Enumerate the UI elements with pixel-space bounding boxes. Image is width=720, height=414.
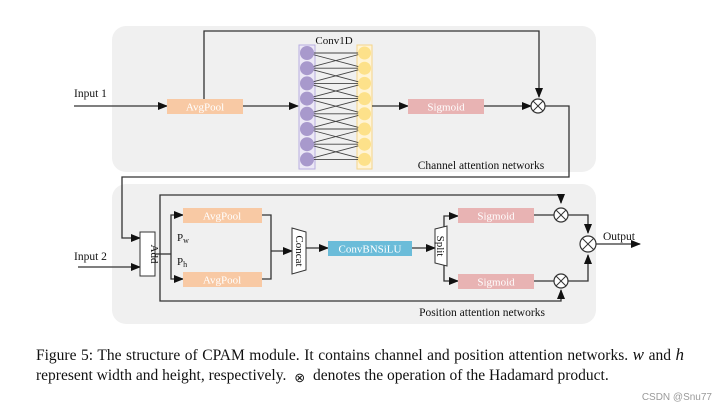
skip-connection-line xyxy=(203,30,543,99)
channel-attention-label: Channel attention networks xyxy=(418,160,545,172)
conv1d-input-node xyxy=(300,91,314,106)
split-to-sigmoid-top xyxy=(443,212,459,227)
avgpool-w-merge-line xyxy=(262,214,272,251)
conv1d-nodes xyxy=(300,46,371,167)
avgpool-label-w: AvgPool xyxy=(203,211,241,223)
conv1d-output-node xyxy=(358,122,371,136)
multiply-w-to-final xyxy=(568,214,592,234)
residual-line xyxy=(159,194,565,254)
channel-output-line xyxy=(121,105,570,242)
conv1d-connection xyxy=(306,128,365,145)
convbnsilu-box xyxy=(328,241,412,256)
split-block xyxy=(434,225,448,267)
conv1d-connection xyxy=(306,52,365,69)
conv1d-output-column xyxy=(356,44,373,170)
sigmoid-label-h: Sigmoid xyxy=(477,277,515,289)
multiply-icon-final xyxy=(579,235,597,253)
sigmoid-box-h xyxy=(458,274,534,289)
caption-h: h xyxy=(675,345,685,364)
pw-label: Pw xyxy=(177,232,189,245)
position-attention-label: Position attention networks xyxy=(419,307,545,319)
branch-to-avgpool-bottom xyxy=(170,254,184,283)
caption-part3: denotes the operation of the Hadamard pr… xyxy=(313,366,609,384)
conv1d-connection xyxy=(306,82,365,100)
caption-w: w xyxy=(632,345,645,364)
convbnsilu-label: ConvBNSiLU xyxy=(339,244,402,256)
concat-block xyxy=(291,227,307,275)
output-label: Output xyxy=(603,231,636,243)
figure-caption: Figure 5: The structure of CPAM module. … xyxy=(36,345,684,385)
conv1d-input-node xyxy=(300,76,314,91)
conv1d-connection xyxy=(306,143,365,160)
split-label: Split xyxy=(434,236,446,257)
watermark: CSDN @Snu77 xyxy=(641,392,712,403)
concat-label: Concat xyxy=(293,235,305,266)
caption-part2: represent width and height, respectively… xyxy=(36,366,287,384)
conv1d-input-node xyxy=(300,46,314,60)
conv1d-output-node xyxy=(358,61,371,75)
conv1d-input-node xyxy=(300,61,314,76)
conv1d-input-node xyxy=(300,122,314,136)
conv1d-connections xyxy=(306,52,365,160)
conv1d-connection xyxy=(306,98,365,115)
avgpool-label-h: AvgPool xyxy=(203,275,241,287)
avgpool-box-w xyxy=(183,208,262,223)
input-1-label: Input 1 xyxy=(74,88,107,100)
hadamard-icon: ⊗ xyxy=(294,369,306,385)
conv1d-input-node xyxy=(300,106,314,121)
conv1d-input-node xyxy=(300,152,314,167)
conv1d-output-node xyxy=(358,46,371,60)
sigmoid-label-top: Sigmoid xyxy=(427,102,465,114)
residual-line-bottom xyxy=(159,254,565,302)
sigmoid-box-top xyxy=(408,99,484,114)
multiply-icon-top xyxy=(530,98,546,114)
conv1d-output-node xyxy=(358,152,371,166)
avgpool-box-h xyxy=(183,272,262,287)
conv1d-output-node xyxy=(358,76,371,90)
multiply-h-to-final xyxy=(568,254,592,282)
conv1d-output-node xyxy=(358,92,371,106)
caption-and: and xyxy=(648,347,671,364)
multiply-icon-h xyxy=(553,273,569,289)
split-to-sigmoid-bottom xyxy=(443,265,459,285)
multiply-icon-w xyxy=(553,207,569,223)
sigmoid-label-w: Sigmoid xyxy=(477,211,515,223)
conv1d-connection xyxy=(306,67,365,84)
conv1d-output-node xyxy=(358,107,371,121)
input-2-label: Input 2 xyxy=(74,251,107,263)
caption-part1: Figure 5: The structure of CPAM module. … xyxy=(36,347,629,364)
add-label: Add xyxy=(148,245,160,264)
avgpool-box-top xyxy=(167,99,243,114)
avgpool-label-top: AvgPool xyxy=(186,102,224,114)
branch-to-avgpool-top xyxy=(170,211,184,254)
conv1d-connection xyxy=(306,113,365,130)
conv1d-input-node xyxy=(300,137,314,152)
sigmoid-box-w xyxy=(458,208,534,223)
cpam-diagram: Input 1 AvgPool Conv1D Sigmoid Channel a… xyxy=(74,26,641,324)
ph-label: Ph xyxy=(177,256,187,269)
conv1d-output-node xyxy=(358,137,371,151)
avgpool-h-merge-line xyxy=(262,251,272,280)
conv1d-label: Conv1D xyxy=(315,35,352,47)
